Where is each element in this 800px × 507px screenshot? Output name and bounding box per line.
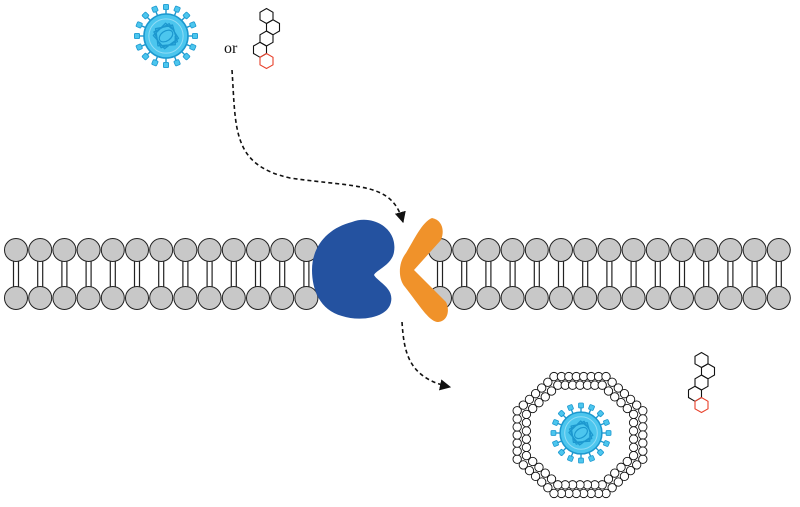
lipid-bilayer bbox=[4, 238, 791, 310]
virus-icon bbox=[134, 4, 198, 68]
internalized-steroid-icon bbox=[687, 351, 716, 414]
entry-path-arrow bbox=[231, 69, 406, 224]
vesicle-icon bbox=[512, 371, 648, 499]
receptor-blue-icon bbox=[312, 219, 395, 319]
or-label: or bbox=[224, 40, 238, 57]
steroid-molecule-icon bbox=[252, 7, 281, 70]
coreceptor-orange-icon bbox=[399, 218, 448, 322]
internalized-virus-icon bbox=[550, 402, 612, 464]
internalization-path-arrow bbox=[401, 321, 452, 391]
